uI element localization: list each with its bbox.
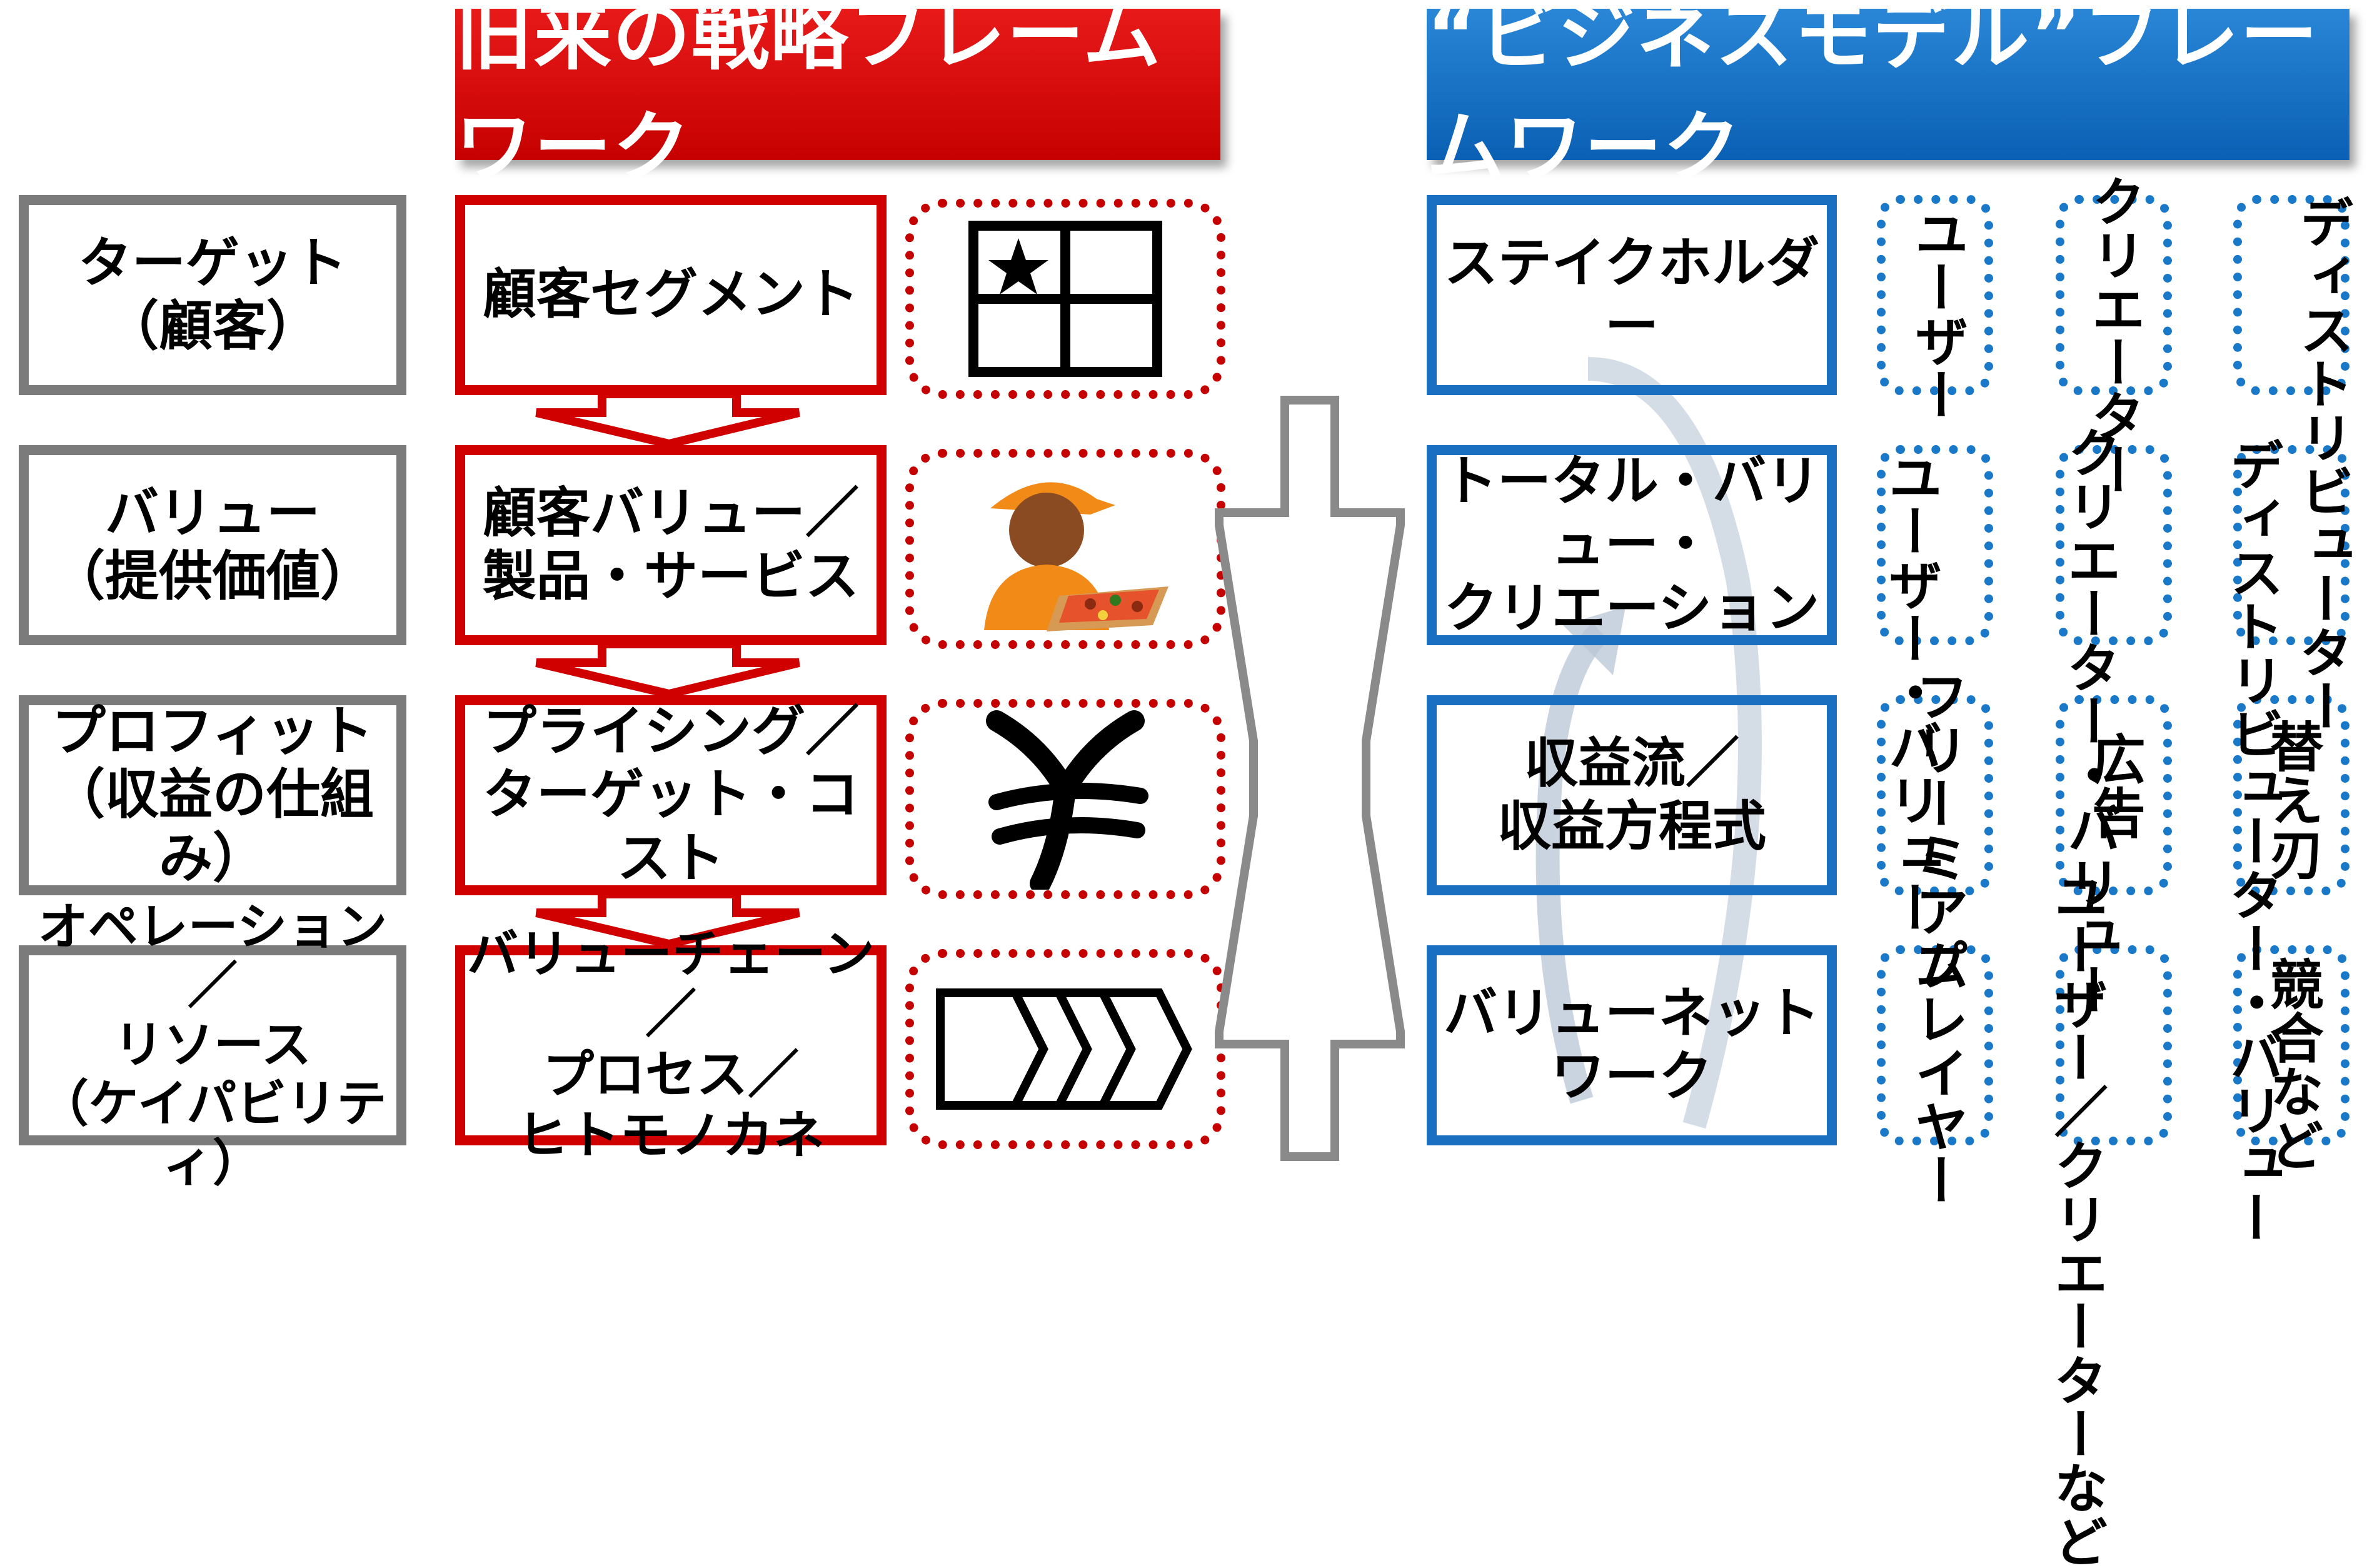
example-user-creator: ユーザー／クリエーターなど — [2044, 869, 2108, 1568]
icon-box-segment — [905, 199, 1225, 399]
content-value-chain: バリューチェーン／ プロセス／ ヒトモノカネ — [455, 925, 887, 1165]
double-arrow-icon — [1215, 396, 1405, 1161]
ex-box-r4-c1 — [1877, 945, 1993, 1145]
label-total-value-creation: トータル・バリュー・ クリエーション — [1427, 445, 1837, 645]
ex-box-r1-c1 — [1877, 195, 1993, 395]
example-distributor-value: ディストリビューター・バリュー — [2220, 438, 2283, 1244]
example-advertising: 広告 — [2082, 731, 2145, 839]
icon-box-value — [905, 449, 1225, 649]
content-customer-segment: 顧客セグメント — [455, 195, 887, 395]
ex-box-r1-c2 — [2056, 195, 2172, 395]
example-competitor: 競合など — [2260, 957, 2323, 1172]
example-user: ユーザー — [1905, 206, 1968, 421]
label-target: ターゲット （顧客） — [19, 195, 406, 395]
example-razor-blade: 替え刃 — [2260, 719, 2323, 880]
chevron-chain-icon — [936, 988, 1192, 1110]
content-pricing: プライシング／ ターゲット・コスト — [455, 695, 887, 895]
yen-icon — [986, 710, 1148, 890]
ex-box-r3-c2 — [2056, 695, 2172, 895]
business-model-header: “ビジネスモデル”フレームワーク — [1427, 0, 2349, 193]
down-arrow-2 — [535, 640, 800, 699]
example-distributor: ディストリビューター — [2290, 195, 2353, 733]
example-player: プレイヤー — [1905, 938, 1968, 1207]
label-profit: プロフィット （収益の仕組み） — [19, 695, 406, 895]
example-freemium: フリーミアム — [1905, 669, 1968, 992]
label-value: バリュー （提供価値） — [19, 445, 406, 645]
label-operation: オペレーション／ リソース （ケイパビリティ） — [19, 898, 406, 1192]
flow-arrows — [535, 389, 800, 949]
ex-box-r2-c3 — [2233, 445, 2349, 645]
grid-star-icon — [968, 221, 1162, 377]
icon-box-operation — [905, 949, 1225, 1149]
down-arrow-1 — [535, 389, 800, 449]
down-arrow-3 — [535, 890, 800, 949]
ex-box-r2-c2 — [2056, 445, 2172, 645]
example-creator-value: クリエーター・バリュー — [2058, 425, 2121, 1017]
label-stakeholder: ステイクホルダー — [1427, 195, 1837, 395]
old-framework-title: 旧来の戦略フレームワーク — [455, 0, 1162, 193]
label-value-network: バリューネットワーク — [1427, 945, 1837, 1145]
example-creator: クリエーター — [2082, 174, 2145, 496]
example-user-value: ユーザー・バリュー — [1879, 450, 1942, 934]
ex-box-r3-c1 — [1877, 695, 1993, 895]
ex-box-r2-c1 — [1877, 445, 1993, 645]
ex-box-r4-c2 — [2056, 945, 2172, 1145]
ex-box-r4-c3 — [2233, 945, 2349, 1145]
old-framework-header: 旧来の戦略フレームワーク — [455, 0, 1220, 193]
label-revenue-stream: 収益流／ 収益方程式 — [1427, 695, 1837, 895]
content-customer-value: 顧客バリュー／ 製品・サービス — [455, 445, 887, 645]
pizza-delivery-icon — [984, 482, 1168, 631]
icon-box-profit — [905, 699, 1225, 899]
ex-box-r1-c3 — [2233, 195, 2349, 395]
ex-box-r3-c3 — [2233, 695, 2349, 895]
business-model-title: “ビジネスモデル”フレームワーク — [1427, 0, 2319, 193]
